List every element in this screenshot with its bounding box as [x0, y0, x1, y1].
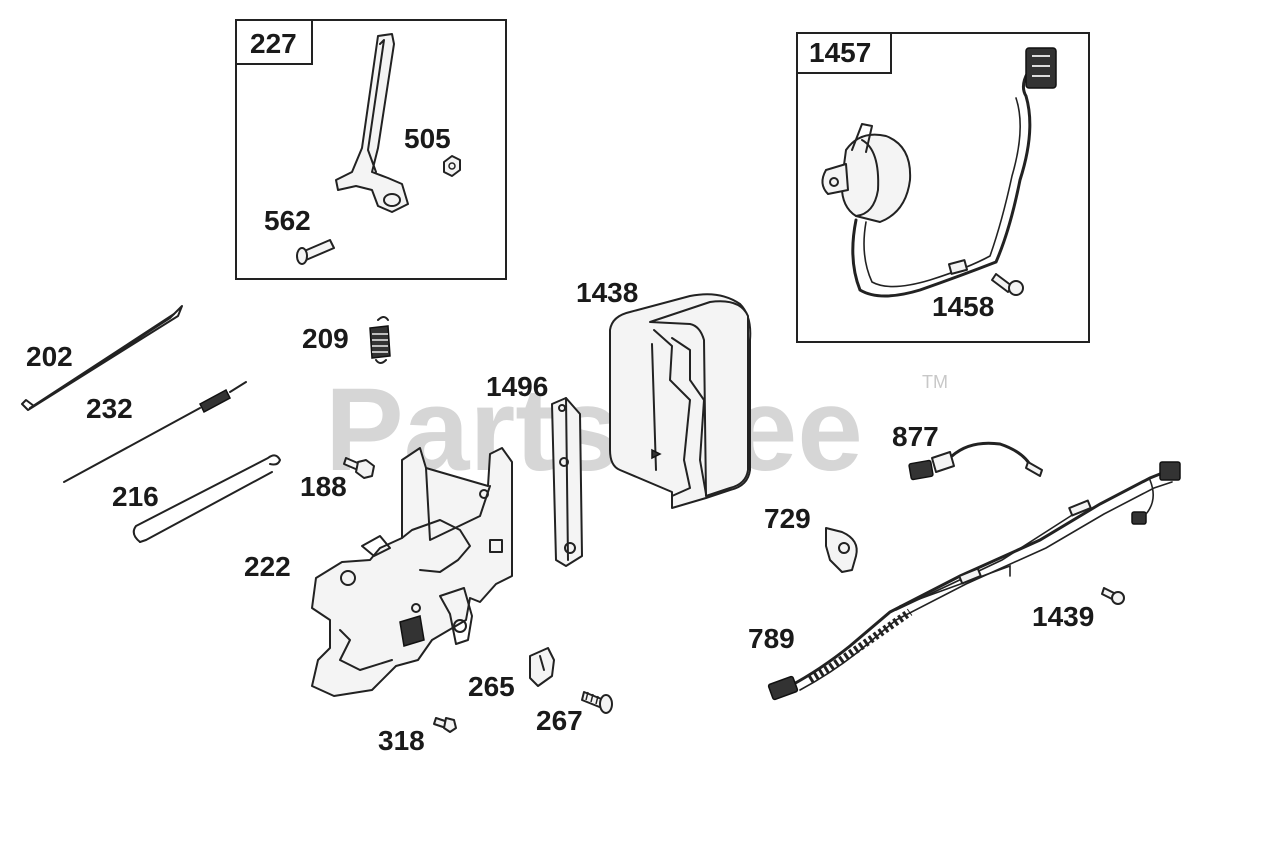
box-label-227: 227 [250, 28, 297, 59]
callout-232[interactable]: 232 [86, 393, 133, 424]
callout-188[interactable]: 188 [300, 471, 347, 502]
part-screw-1439[interactable] [1101, 587, 1125, 605]
part-rod-202[interactable] [21, 305, 183, 411]
part-solenoid-harness[interactable] [851, 47, 1057, 298]
part-main-harness-789[interactable] [767, 461, 1181, 701]
callout-1496[interactable]: 1496 [486, 371, 548, 402]
detail-box-227: 227 505 562 [235, 19, 507, 280]
part-screw-318[interactable] [433, 717, 457, 733]
part-bracket-1496[interactable] [551, 397, 583, 567]
callout-789[interactable]: 789 [748, 623, 795, 654]
box-label-1457: 1457 [809, 37, 871, 68]
callout-209[interactable]: 209 [302, 323, 349, 354]
callout-877[interactable]: 877 [892, 421, 939, 452]
part-bolt-188[interactable] [343, 457, 375, 479]
part-nut-505[interactable] [443, 155, 461, 177]
part-control-bracket-222[interactable] [311, 447, 513, 697]
callout-1458[interactable]: 1458 [932, 291, 994, 322]
callout-1439[interactable]: 1439 [1032, 601, 1094, 632]
part-pin-562[interactable] [296, 239, 335, 265]
callout-318[interactable]: 318 [378, 725, 425, 756]
callout-216[interactable]: 216 [112, 481, 159, 512]
part-cable-232[interactable] [63, 381, 247, 483]
part-rod-216[interactable] [132, 454, 281, 543]
part-throttle-lever[interactable] [335, 33, 409, 213]
callout-222[interactable]: 222 [244, 551, 291, 582]
callout-265[interactable]: 265 [468, 671, 515, 702]
callout-202[interactable]: 202 [26, 341, 73, 372]
part-throttle-solenoid[interactable] [821, 123, 912, 223]
callout-729[interactable]: 729 [764, 503, 811, 534]
part-clip-265[interactable] [529, 647, 555, 687]
callout-505[interactable]: 505 [404, 123, 451, 154]
callout-267[interactable]: 267 [536, 705, 583, 736]
part-cover-1438[interactable] [609, 293, 752, 509]
watermark-trademark: TM [922, 372, 948, 392]
part-spring-209[interactable] [369, 316, 391, 364]
callout-562[interactable]: 562 [264, 205, 311, 236]
detail-box-1457: 1457 1458 [796, 32, 1090, 343]
part-screw-267[interactable] [581, 691, 613, 714]
part-harness-877[interactable] [908, 441, 1043, 481]
part-screw-1458[interactable] [991, 273, 1024, 296]
callout-1438[interactable]: 1438 [576, 277, 638, 308]
part-bracket-729[interactable] [825, 527, 858, 573]
